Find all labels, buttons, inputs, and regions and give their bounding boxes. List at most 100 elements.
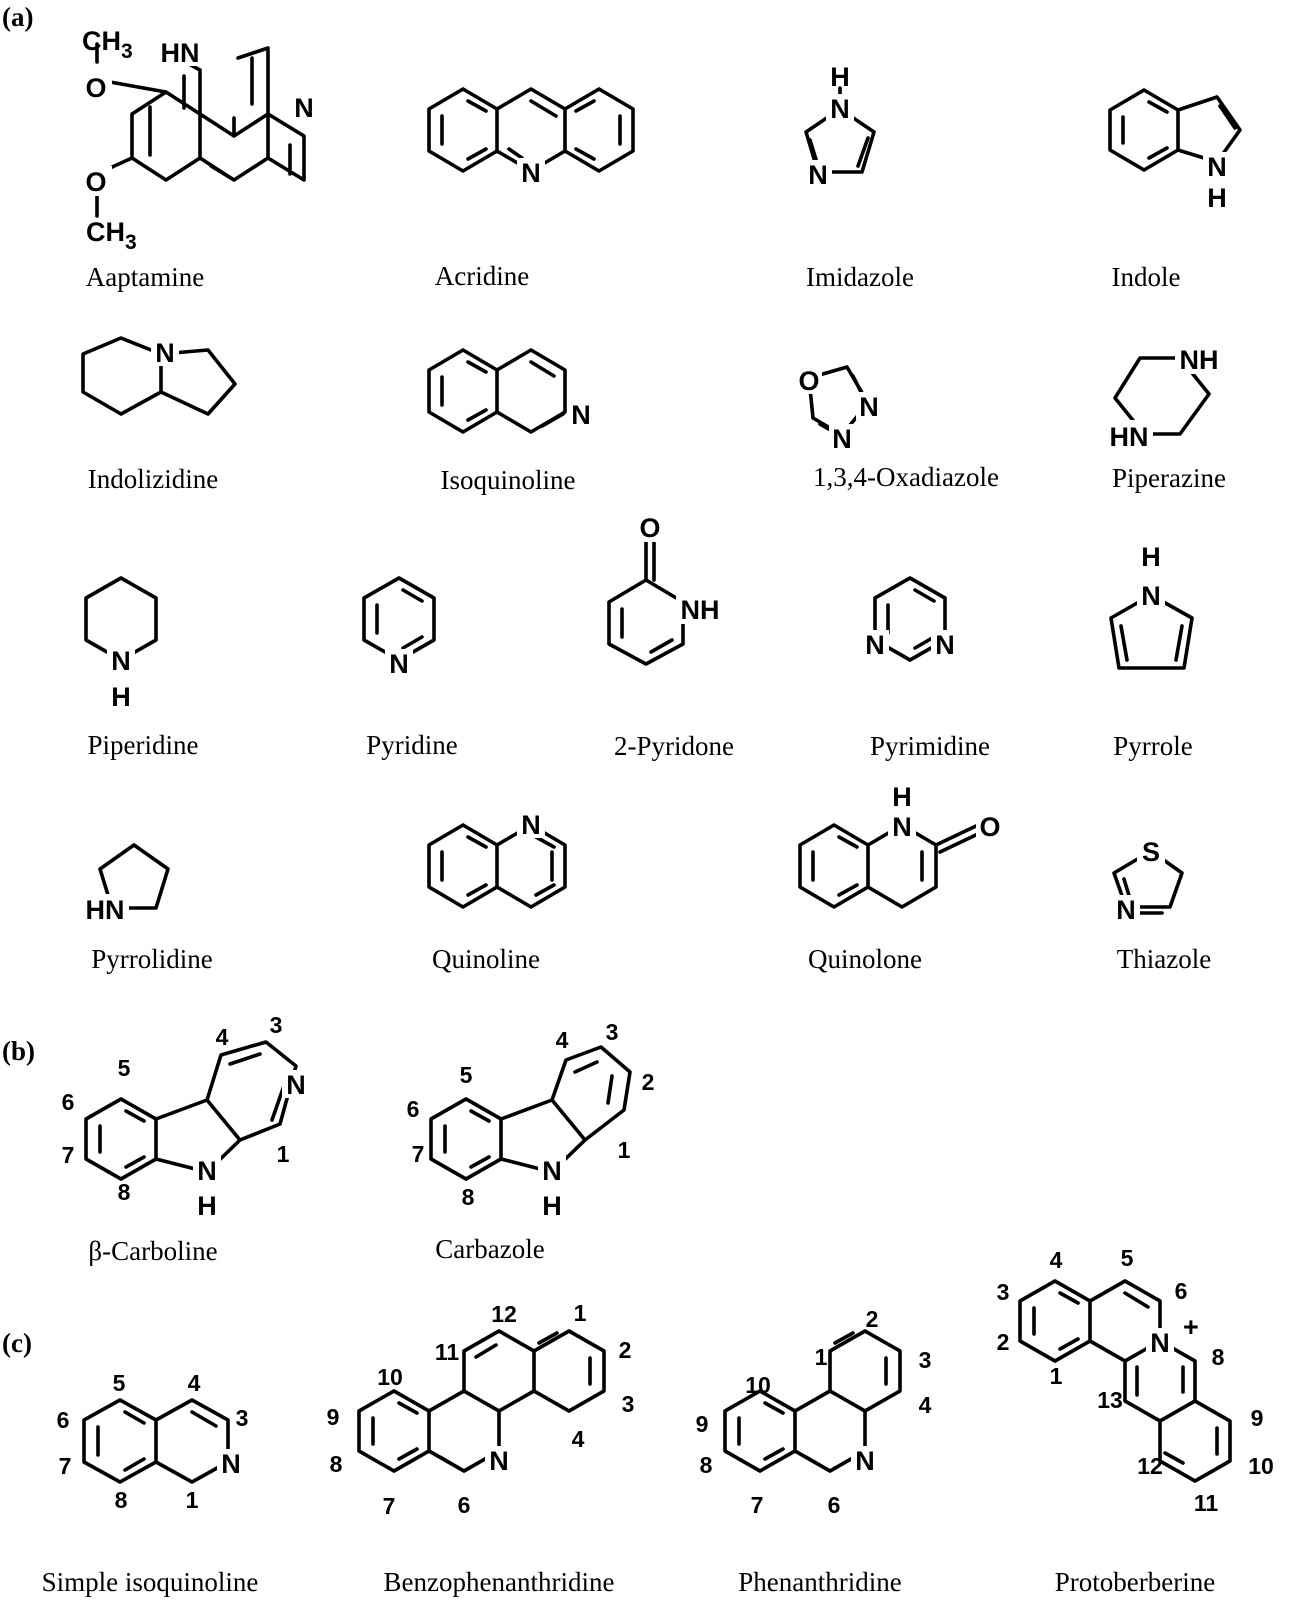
aaptamine-n-label: N bbox=[294, 93, 314, 123]
protoberberine-locant-5: 5 bbox=[1121, 1245, 1134, 1271]
beta-carboline-locant-5: 5 bbox=[118, 1055, 131, 1081]
protoberberine-locant-8: 8 bbox=[1212, 1344, 1225, 1370]
quinoline-n-label: N bbox=[521, 810, 541, 840]
benzophenanthridine-locant-7: 7 bbox=[383, 1493, 396, 1519]
piperazine-nh-label: NH bbox=[1180, 345, 1219, 375]
carbazole-locant-3: 3 bbox=[606, 1019, 619, 1045]
imidazole-h-label: H bbox=[830, 62, 850, 92]
oxadiazole-o-label: O bbox=[798, 366, 819, 396]
phenanthridine-structure: N 1 2 3 4 6 7 8 9 10 Phenanthridine bbox=[696, 1306, 932, 1597]
simple-isoquinoline-locant-3: 3 bbox=[236, 1405, 249, 1431]
benzophenanthridine-n-label: N bbox=[489, 1446, 509, 1476]
carbazole-locant-2: 2 bbox=[642, 1069, 655, 1095]
carbazole-name: Carbazole bbox=[435, 1234, 544, 1264]
pyridine-name: Pyridine bbox=[366, 730, 458, 760]
beta-carboline-locant-3: 3 bbox=[270, 1012, 283, 1038]
indolizidine-name: Indolizidine bbox=[88, 464, 218, 494]
indolizidine-n-label: N bbox=[155, 338, 175, 368]
carbazole-locant-7: 7 bbox=[412, 1141, 425, 1167]
pyridone-o-label: O bbox=[639, 513, 660, 543]
protoberberine-locant-6: 6 bbox=[1175, 1278, 1188, 1304]
indole-n-label: N bbox=[1207, 152, 1227, 182]
thiazole-n-label: N bbox=[1116, 895, 1136, 925]
protoberberine-locant-11: 11 bbox=[1194, 1490, 1219, 1516]
thiazole-name: Thiazole bbox=[1117, 944, 1211, 974]
pyridine-structure: N Pyridine bbox=[362, 576, 458, 760]
carbazole-locant-5: 5 bbox=[460, 1062, 473, 1088]
pyrrolidine-name: Pyrrolidine bbox=[91, 944, 213, 974]
protoberberine-locant-9: 9 bbox=[1251, 1405, 1264, 1431]
aaptamine-nh-label: HN bbox=[161, 38, 200, 68]
phenanthridine-name: Phenanthridine bbox=[738, 1567, 901, 1597]
pyrrolidine-structure: HN Pyrrolidine bbox=[81, 843, 213, 974]
simple-isoquinoline-locant-4: 4 bbox=[188, 1370, 201, 1396]
quinolone-n-label: N bbox=[892, 812, 912, 842]
protoberberine-locant-2: 2 bbox=[997, 1329, 1010, 1355]
carbazole-locant-6: 6 bbox=[407, 1096, 420, 1122]
carbazole-locant-8: 8 bbox=[462, 1184, 475, 1210]
carbazole-n-label: N bbox=[542, 1156, 562, 1186]
oxadiazole-n4-label: N bbox=[832, 424, 852, 454]
beta-carboline-nh-label: N bbox=[197, 1156, 217, 1186]
pyrrole-structure: N H Pyrrole bbox=[1109, 542, 1194, 761]
quinoline-name: Quinoline bbox=[432, 944, 540, 974]
aaptamine-o1-label: O bbox=[85, 73, 106, 103]
protoberberine-plus-label: + bbox=[1183, 1312, 1199, 1342]
phenanthridine-locant-4: 4 bbox=[919, 1392, 932, 1418]
quinolone-o-label: O bbox=[979, 812, 1000, 842]
panel-a-label: (a) bbox=[2, 2, 33, 32]
protoberberine-locant-13: 13 bbox=[1097, 1387, 1123, 1413]
acridine-structure: N Acridine bbox=[427, 87, 635, 291]
benzophenanthridine-locant-12: 12 bbox=[491, 1301, 517, 1327]
benzophenanthridine-locant-2: 2 bbox=[619, 1337, 632, 1363]
simple-isoquinoline-structure: N 1 3 4 5 6 7 8 Simple isoquinoline bbox=[42, 1370, 259, 1597]
pyrimidine-n3-label: N bbox=[935, 630, 955, 660]
quinolone-name: Quinolone bbox=[808, 944, 922, 974]
piperidine-n-label: N bbox=[111, 646, 131, 676]
quinolone-structure: N H O Quinolone bbox=[798, 782, 1004, 974]
benzophenanthridine-locant-10: 10 bbox=[377, 1364, 403, 1390]
pyridone-name: 2-Pyridone bbox=[614, 731, 734, 761]
protoberberine-locant-10: 10 bbox=[1248, 1453, 1274, 1479]
carbazole-h-label: H bbox=[542, 1191, 562, 1221]
indolizidine-structure: N Indolizidine bbox=[81, 336, 237, 494]
quinolone-h-label: H bbox=[892, 782, 912, 812]
isoquinoline-structure: N Isoquinoline bbox=[427, 348, 595, 495]
aaptamine-ch3-top: CH3 bbox=[82, 26, 133, 63]
pyridone-nh-label: NH bbox=[681, 595, 720, 625]
aaptamine-name: Aaptamine bbox=[86, 262, 204, 292]
benzophenanthridine-locant-9: 9 bbox=[327, 1404, 340, 1430]
panel-c-label: (c) bbox=[2, 1328, 32, 1358]
simple-isoquinoline-locant-1: 1 bbox=[186, 1487, 199, 1513]
beta-carboline-locant-1: 1 bbox=[277, 1141, 290, 1167]
indole-structure: N H Indole bbox=[1108, 88, 1242, 292]
simple-isoquinoline-name: Simple isoquinoline bbox=[42, 1567, 259, 1597]
piperidine-h-label: H bbox=[111, 682, 131, 712]
beta-carboline-name: β-Carboline bbox=[88, 1236, 217, 1266]
oxadiazole-name: 1,3,4-Oxadiazole bbox=[813, 462, 999, 492]
oxadiazole-n3-label: N bbox=[859, 392, 879, 422]
aaptamine-o2-label: O bbox=[85, 167, 106, 197]
acridine-name: Acridine bbox=[435, 261, 529, 291]
phenanthridine-locant-8: 8 bbox=[700, 1452, 713, 1478]
simple-isoquinoline-locant-8: 8 bbox=[115, 1487, 128, 1513]
pyrimidine-n1-label: N bbox=[865, 630, 885, 660]
phenanthridine-locant-9: 9 bbox=[696, 1411, 709, 1437]
piperidine-structure: N H Piperidine bbox=[84, 576, 199, 760]
beta-carboline-h-label: H bbox=[197, 1191, 217, 1221]
simple-isoquinoline-locant-7: 7 bbox=[59, 1453, 72, 1479]
simple-isoquinoline-locant-6: 6 bbox=[57, 1407, 70, 1433]
imidazole-name: Imidazole bbox=[806, 262, 914, 292]
beta-carboline-locant-7: 7 bbox=[62, 1142, 75, 1168]
panel-b-label: (b) bbox=[2, 1036, 35, 1066]
phenanthridine-locant-2: 2 bbox=[866, 1306, 879, 1332]
benzophenanthridine-locant-4: 4 bbox=[572, 1426, 585, 1452]
phenanthridine-locant-7: 7 bbox=[751, 1492, 764, 1518]
beta-carboline-locant-4: 4 bbox=[216, 1024, 229, 1050]
imidazole-n3-label: N bbox=[808, 160, 828, 190]
beta-carboline-locant-6: 6 bbox=[62, 1089, 75, 1115]
benzophenanthridine-locant-6: 6 bbox=[458, 1492, 471, 1518]
beta-carboline-locant-8: 8 bbox=[118, 1179, 131, 1205]
benzophenanthridine-locant-1: 1 bbox=[574, 1300, 587, 1326]
